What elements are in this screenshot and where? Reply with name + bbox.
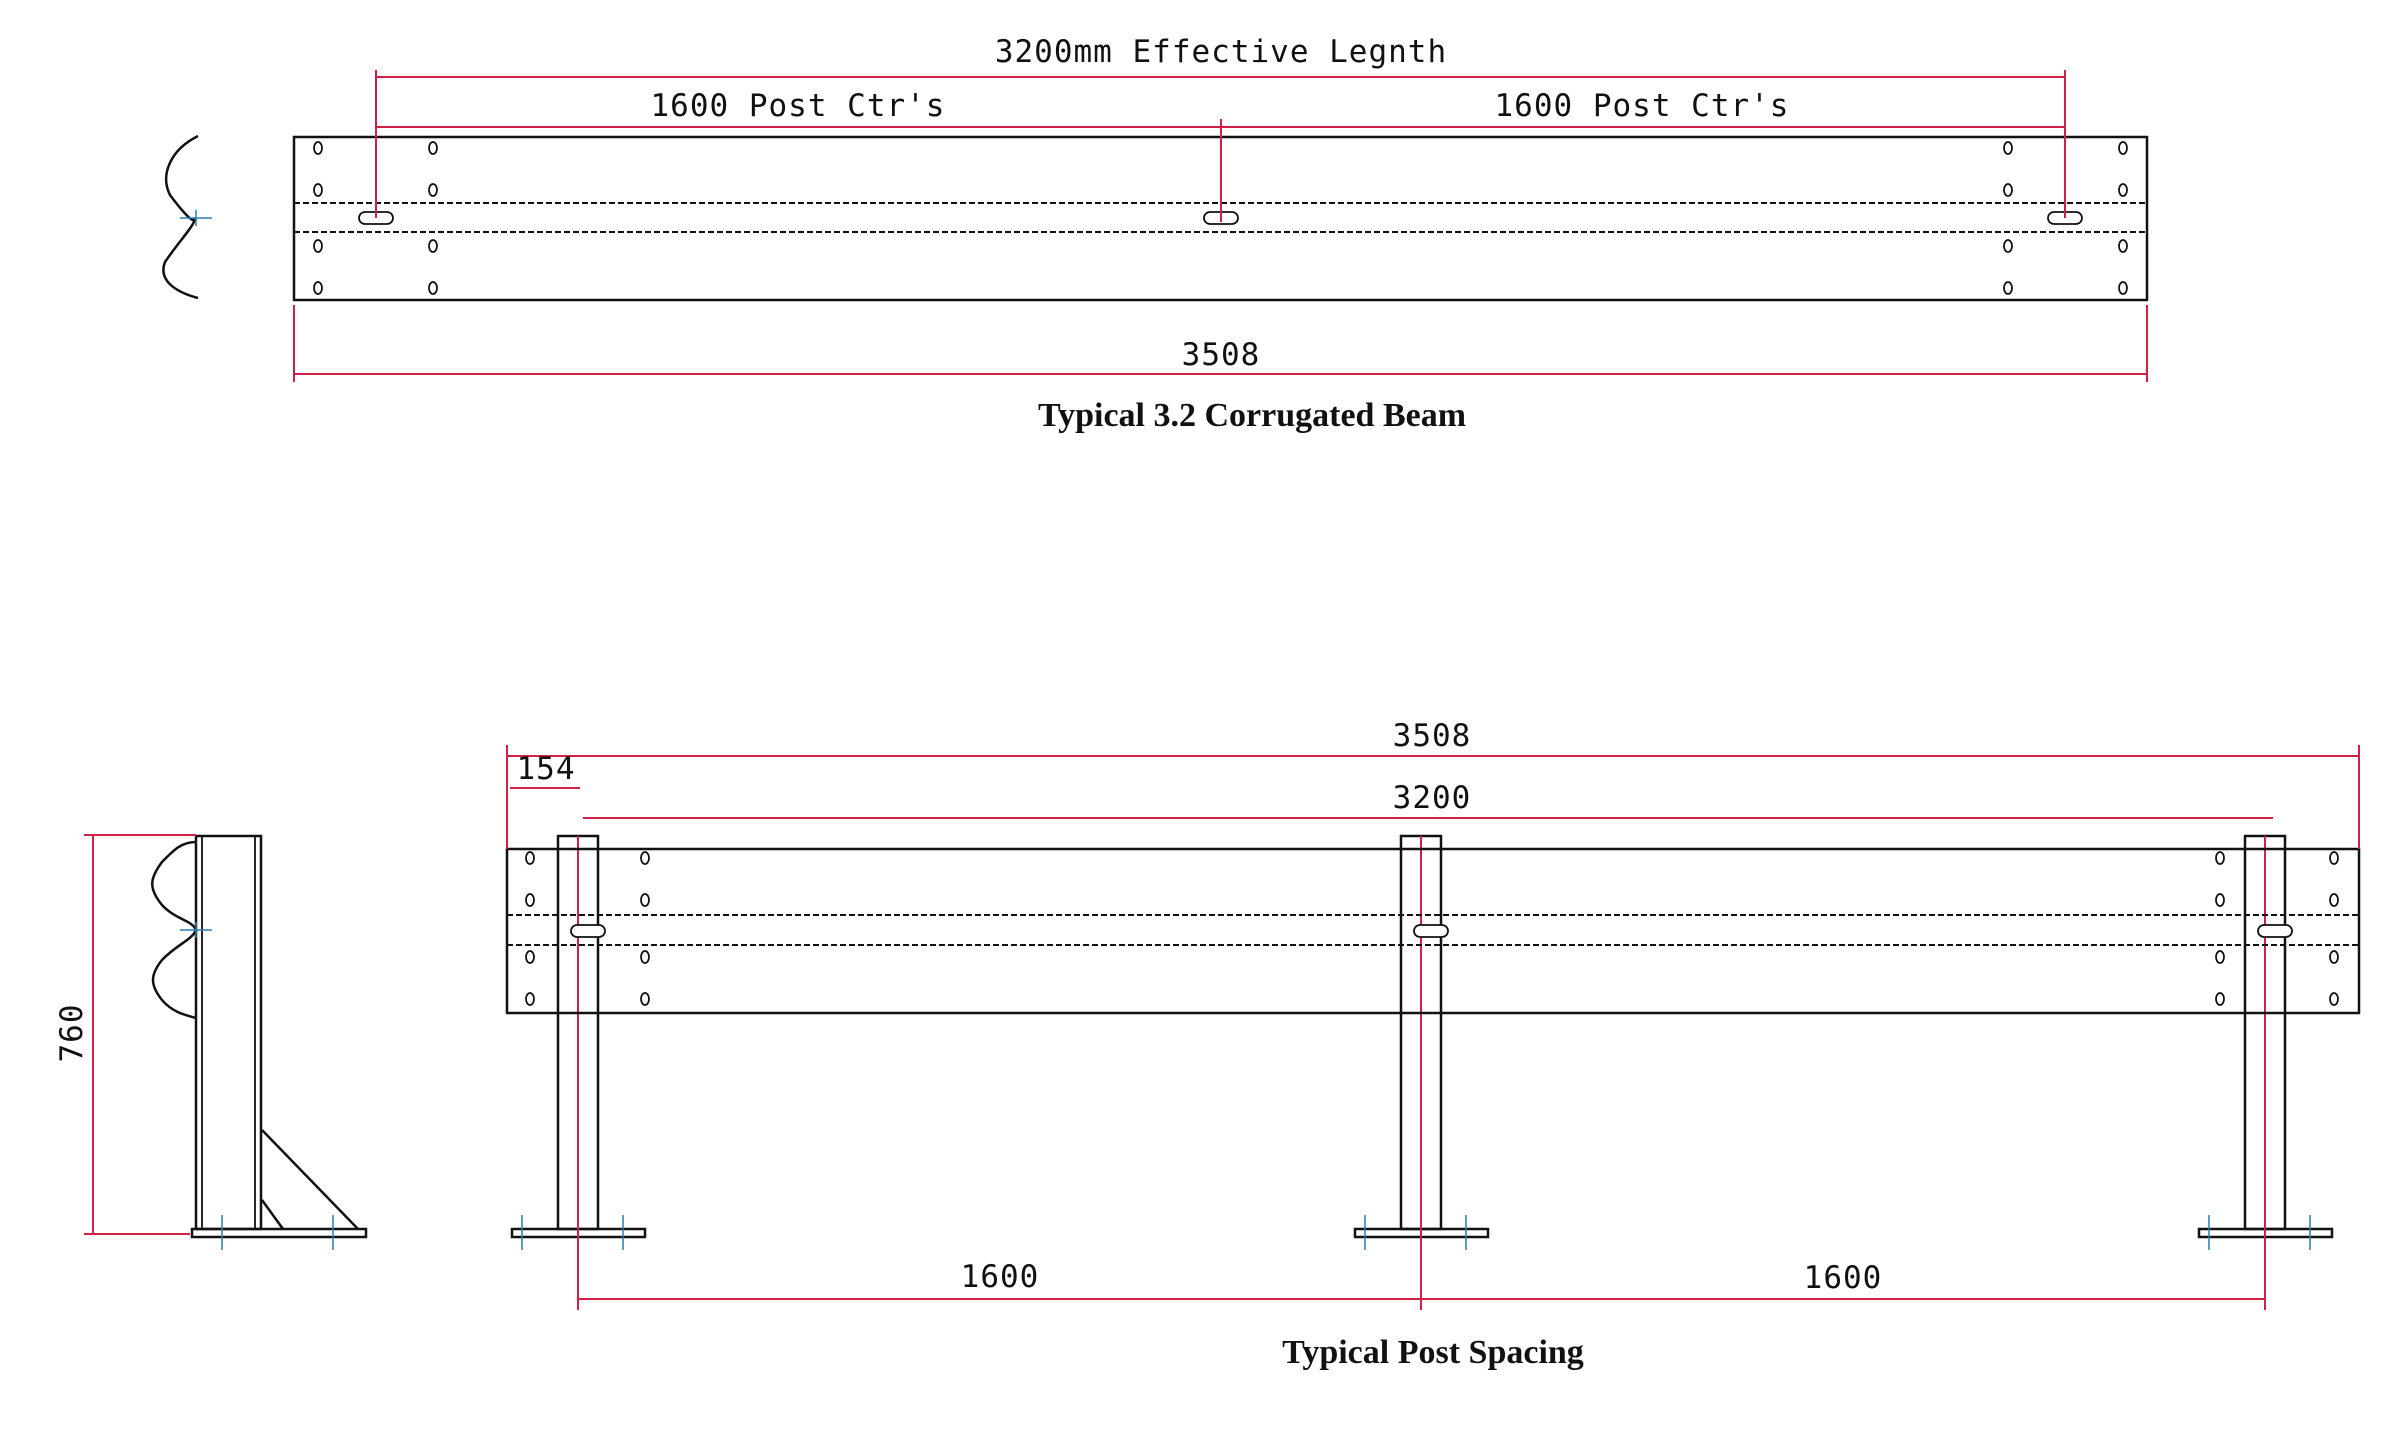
bolt-hole xyxy=(2215,992,2225,1006)
spacing-right-label: 1600 xyxy=(1804,1260,1883,1296)
bolt-hole xyxy=(313,239,323,253)
post-slot xyxy=(2257,924,2293,938)
effective-length-label: 3200mm Effective Legnth xyxy=(995,34,1447,70)
profile-centre-mark xyxy=(180,210,212,226)
beam-caption: Typical 3.2 Corrugated Beam xyxy=(1038,397,1466,434)
bolt-hole xyxy=(2215,950,2225,964)
anchor-bolt-centreline xyxy=(1364,1215,1467,1250)
offset-label: 154 xyxy=(517,751,576,787)
bolt-hole xyxy=(2329,851,2339,865)
bolt-hole xyxy=(2215,851,2225,865)
bolt-hole xyxy=(428,281,438,295)
overall-length-label: 3508 xyxy=(1393,718,1472,754)
bolt-hole xyxy=(2118,183,2128,197)
bolt-hole xyxy=(2003,281,2013,295)
bolt-hole xyxy=(2329,893,2339,907)
post-side-view: 760 xyxy=(54,834,368,1250)
anchor-bolt-centreline xyxy=(2208,1215,2311,1250)
bolt-hole xyxy=(2118,239,2128,253)
bolt-hole xyxy=(525,992,535,1006)
bolt-hole xyxy=(2003,141,2013,155)
height-label: 760 xyxy=(54,1004,90,1063)
beam-profile-section xyxy=(162,134,199,300)
beam-elevation: 3200mm Effective Legnth 1600 Post Ctr's … xyxy=(162,34,2149,434)
bolt-hole xyxy=(313,141,323,155)
bolt-hole xyxy=(2329,992,2339,1006)
bolt-holes xyxy=(313,141,2128,295)
bolt-hole xyxy=(2329,950,2339,964)
anchor-bolt-centreline xyxy=(521,1215,624,1250)
bolt-hole xyxy=(313,281,323,295)
post-span-label: 3200 xyxy=(1393,780,1472,816)
post-ctrs-left-label: 1600 Post Ctr's xyxy=(651,88,946,124)
base-plate-side xyxy=(190,1227,368,1239)
bolt-hole xyxy=(2215,893,2225,907)
bolt-hole xyxy=(640,950,650,964)
bolt-hole xyxy=(525,893,535,907)
bolt-hole xyxy=(313,183,323,197)
bolt-hole xyxy=(640,893,650,907)
beam-outline xyxy=(505,847,2361,1015)
bolt-hole xyxy=(525,950,535,964)
post-spacing-caption: Typical Post Spacing xyxy=(1282,1334,1584,1371)
bolt-hole xyxy=(525,851,535,865)
bolt-hole xyxy=(2118,141,2128,155)
post-side xyxy=(194,834,263,1231)
bolt-hole xyxy=(640,992,650,1006)
bolt-hole xyxy=(640,851,650,865)
post-slot xyxy=(1413,924,1449,938)
bolt-hole xyxy=(2118,281,2128,295)
bolt-hole xyxy=(428,239,438,253)
post-spacing-elevation: 3508 154 3200 1600 1600 Typical Post Spa… xyxy=(505,718,2361,1371)
bolt-hole xyxy=(428,183,438,197)
bolt-hole xyxy=(428,141,438,155)
spacing-left-label: 1600 xyxy=(961,1259,1040,1295)
post-slot xyxy=(570,924,606,938)
post-ctrs-right-label: 1600 Post Ctr's xyxy=(1495,88,1790,124)
posts xyxy=(510,834,2334,1250)
overall-length-label: 3508 xyxy=(1182,337,1261,373)
bolt-hole xyxy=(2003,183,2013,197)
bolt-holes xyxy=(525,851,2339,1006)
post-slots xyxy=(358,211,2083,225)
brace xyxy=(260,1129,359,1230)
bolt-hole xyxy=(2003,239,2013,253)
